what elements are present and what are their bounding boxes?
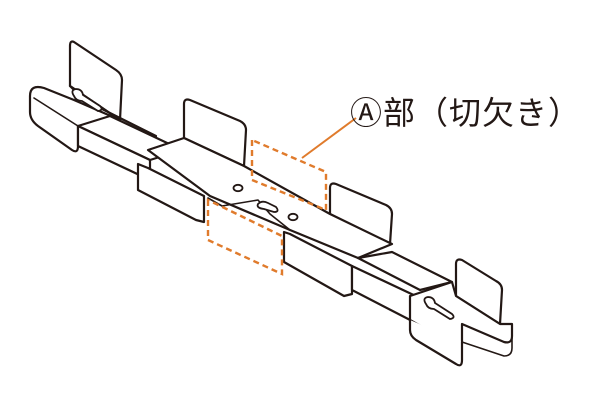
- callout-label: Ⓐ部（切欠き）: [350, 94, 582, 132]
- center-plate: [136, 98, 394, 298]
- right-end-bracket: [408, 258, 514, 367]
- center-hole-left: [232, 183, 244, 193]
- notch-highlight-upper: [250, 138, 328, 212]
- right-keyhole-slot: [423, 296, 455, 320]
- right-arm: [350, 250, 454, 324]
- notch-highlight-lower: [206, 198, 284, 276]
- notch-highlights: [206, 117, 357, 276]
- center-hole-right: [287, 212, 299, 222]
- left-keyhole-slot: [71, 88, 103, 112]
- center-slot: [256, 200, 279, 213]
- callout-leader-line: [301, 117, 357, 159]
